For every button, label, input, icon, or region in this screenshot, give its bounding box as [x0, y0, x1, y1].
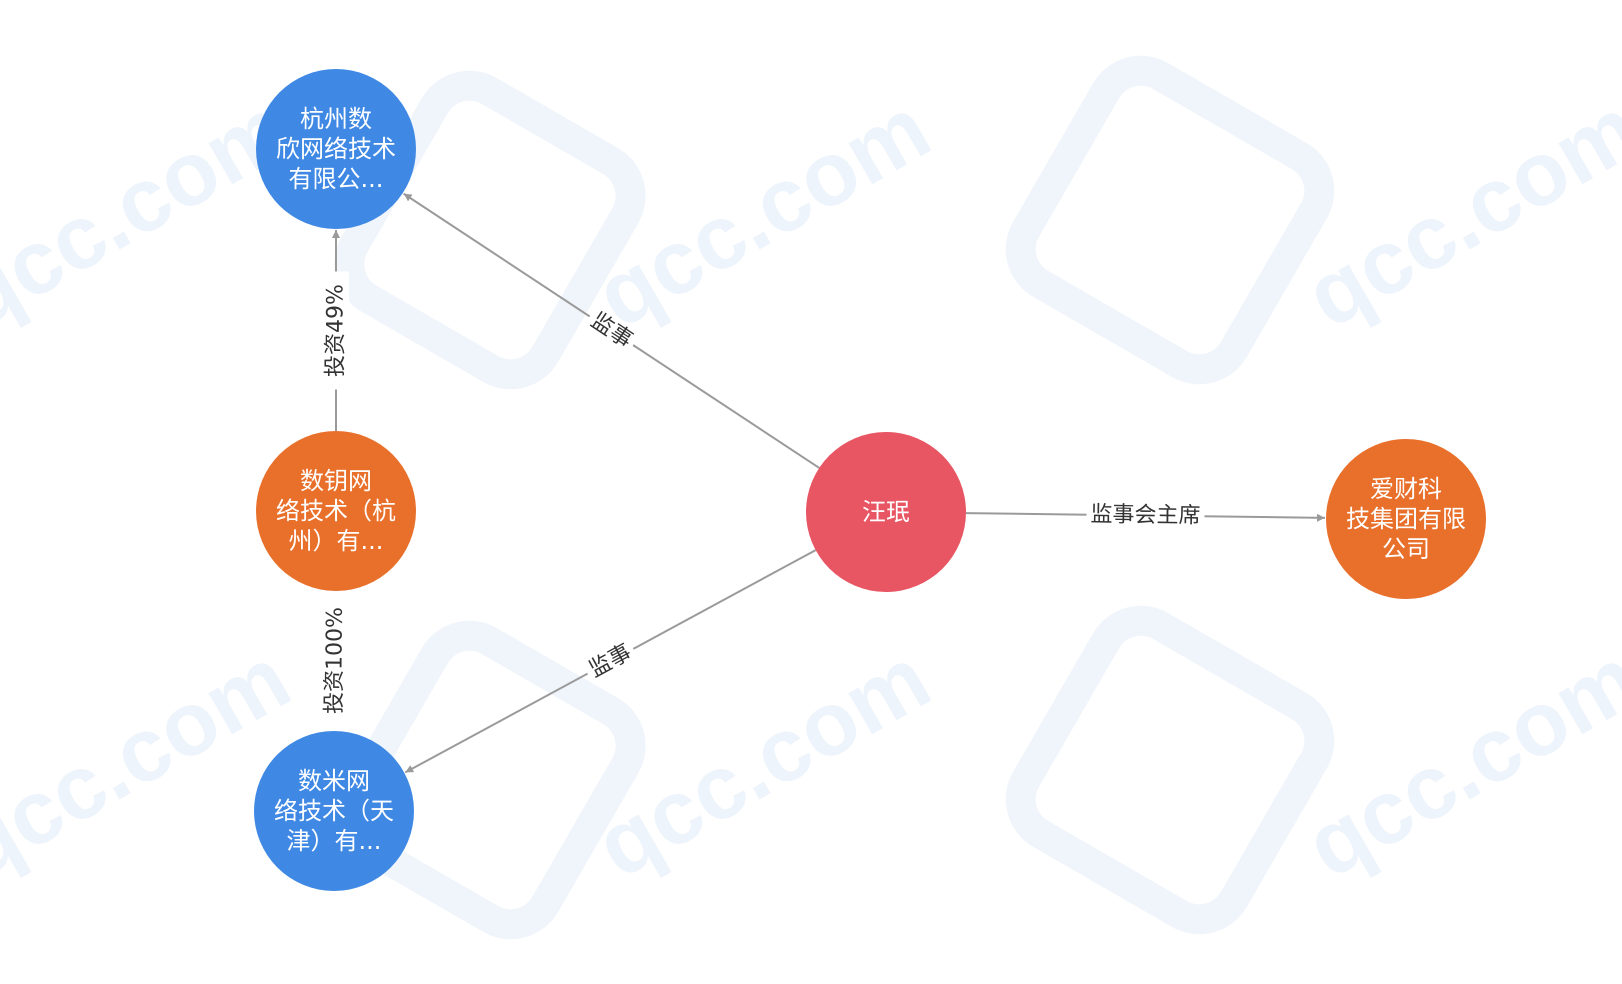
edge-label-background: [582, 305, 641, 356]
edge-label-background: [321, 590, 349, 731]
node-shuyao[interactable]: 数钥网络技术（杭州）有...: [256, 431, 416, 591]
node-label: 技集团有限: [1346, 505, 1466, 533]
edge-label: 投资49%: [324, 284, 349, 377]
edge-label-background: [1086, 501, 1205, 530]
node-label: 杭州数: [300, 105, 372, 133]
node-label: 有限公...: [289, 165, 384, 193]
node-label: 络技术（天: [274, 797, 394, 825]
node-circle[interactable]: [256, 431, 416, 591]
node-label: 州）有...: [289, 527, 384, 555]
watermark-text: qcc.com: [0, 628, 306, 897]
edge-label-background: [323, 271, 349, 390]
watermark-text: qcc.com: [0, 78, 306, 347]
node-circle[interactable]: [256, 69, 416, 229]
node-circle[interactable]: [254, 731, 414, 891]
node-label: 络技术（杭: [276, 497, 396, 525]
edge-label-group: 监事会主席: [1086, 501, 1205, 530]
node-label: 爱财科: [1370, 475, 1442, 503]
edge-label: 监事会主席: [1090, 502, 1200, 528]
edge-label-group: 投资100%: [321, 590, 349, 731]
node-circle[interactable]: [806, 432, 966, 592]
node-label: 津）有...: [287, 827, 382, 855]
edge-label-background: [581, 637, 640, 686]
edge-label-group: 投资49%: [323, 271, 349, 390]
node-wang-min[interactable]: 汪珉: [806, 432, 966, 592]
node-shumi[interactable]: 数米网络技术（天津）有...: [254, 731, 414, 891]
node-label: 汪珉: [862, 498, 910, 526]
node-circle[interactable]: [1326, 439, 1486, 599]
edge-label-group: 监事: [581, 637, 640, 686]
node-label: 欣网络技术: [276, 135, 396, 163]
watermark-text: qcc.com: [1290, 78, 1622, 347]
node-label: 数米网: [298, 767, 370, 795]
edge-label: 投资100%: [322, 607, 348, 714]
node-label: 数钥网: [300, 467, 372, 495]
node-label: 公司: [1382, 535, 1430, 563]
node-hangzhou-shuxin[interactable]: 杭州数欣网络技术有限公...: [256, 69, 416, 229]
watermark-text: qcc.com: [1290, 628, 1622, 897]
